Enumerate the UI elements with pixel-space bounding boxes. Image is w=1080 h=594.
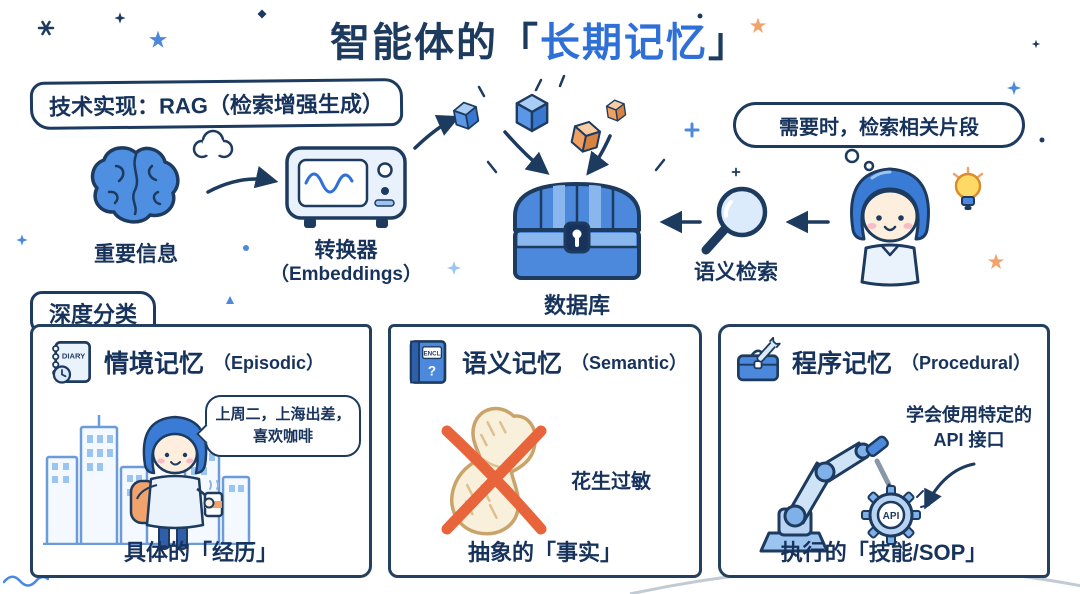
title-highlight: 长期记忆 (540, 21, 708, 65)
embedding-cube-blue-large (515, 93, 549, 133)
motion-lines (477, 74, 666, 174)
treasure-chest-icon (513, 182, 641, 280)
card-episodic-title: 情境记忆 (104, 350, 205, 378)
database-label: 数据库 (543, 293, 610, 318)
embedding-cube-blue-small (453, 101, 480, 130)
diary-icon-label: DIARY (62, 351, 85, 360)
card-episodic-subtitle: （Episodic） (213, 353, 325, 373)
encyclopedia-icon-label: ENCL (424, 350, 441, 357)
card-semantic-title: 语义记忆 (462, 350, 563, 378)
encyclopedia-icon-question: ? (428, 363, 436, 378)
thought-tail (844, 148, 875, 172)
title-bracket-open: 「 (498, 21, 540, 65)
card-episodic-footer: 具体的「经历」 (123, 540, 278, 565)
embedding-cube-orange-large (570, 120, 602, 153)
card-procedural-subtitle: （Procedural） (901, 353, 1032, 373)
girl-character-icon (850, 167, 930, 287)
encyclopedia-icon: ENCL ? (409, 340, 447, 384)
card-procedural-title: 程序记忆 (792, 350, 893, 378)
arrow-cubes-to-chest-right (586, 134, 612, 176)
peanut-crossed-illustration (441, 406, 547, 536)
card-procedural-header: 程序记忆 （Procedural） (733, 337, 1041, 387)
embedding-cube-orange-small (605, 99, 627, 122)
title-prefix: 智能体的 (330, 21, 498, 65)
diary-icon: DIARY (52, 341, 91, 384)
brain-icon (90, 146, 180, 224)
toolbox-icon (737, 337, 781, 382)
card-semantic-memory: ENCL ? 语义记忆 （Semantic） 花生过敏 抽象的「事实」 (388, 324, 702, 578)
rag-section-badge: 技术实现：RAG（检索增强生成） (29, 78, 404, 130)
magnifier-icon (701, 186, 768, 255)
lightbulb-icon (952, 166, 984, 210)
card-semantic-subtitle: （Semantic） (571, 353, 688, 373)
annotation-arrow (924, 462, 976, 510)
card-procedural-footer: 执行的「技能/SOP」 (780, 540, 988, 565)
api-gear-icon: API (861, 485, 921, 545)
retrieval-thought-bubble: 需要时，检索相关片段 (733, 102, 1025, 148)
card-semantic-header: ENCL ? 语义记忆 （Semantic） (403, 337, 693, 387)
card-episodic-header: DIARY 情境记忆 （Episodic） (45, 337, 363, 387)
girl-coffee-illustration (129, 415, 224, 550)
brain-label: 重要信息 (94, 243, 178, 266)
page-title: 智能体的「长期记忆」 (0, 10, 1080, 68)
star-decorations (16, 9, 1045, 403)
procedural-annotation: 学会使用特定的 API 接口 (906, 405, 1032, 451)
api-gear-label: API (883, 511, 900, 522)
arrow-brain-to-converter (206, 166, 279, 194)
converter-sublabel: （Embeddings） (269, 264, 422, 285)
episodic-speech-bubble: 上周二，上海出差， 喜欢咖啡 (205, 395, 361, 457)
arrow-cubes-to-chest-left (503, 130, 550, 175)
converter-label: 转换器 (314, 239, 378, 262)
card-episodic-memory: DIARY 情境记忆 （Episodic） (30, 324, 372, 578)
card-procedural-memory: 程序记忆 （Procedural） (718, 324, 1050, 578)
semantic-fact-label: 花生过敏 (571, 471, 651, 493)
thought-cloud-icon (192, 129, 234, 159)
robot-arm-illustration: API (759, 435, 930, 553)
semantic-search-label: 语义检索 (694, 261, 778, 284)
title-bracket-close: 」 (708, 21, 750, 65)
arrow-converter-to-cubes (413, 115, 461, 150)
card-semantic-footer: 抽象的「事实」 (467, 540, 622, 565)
converter-icon (285, 146, 407, 228)
